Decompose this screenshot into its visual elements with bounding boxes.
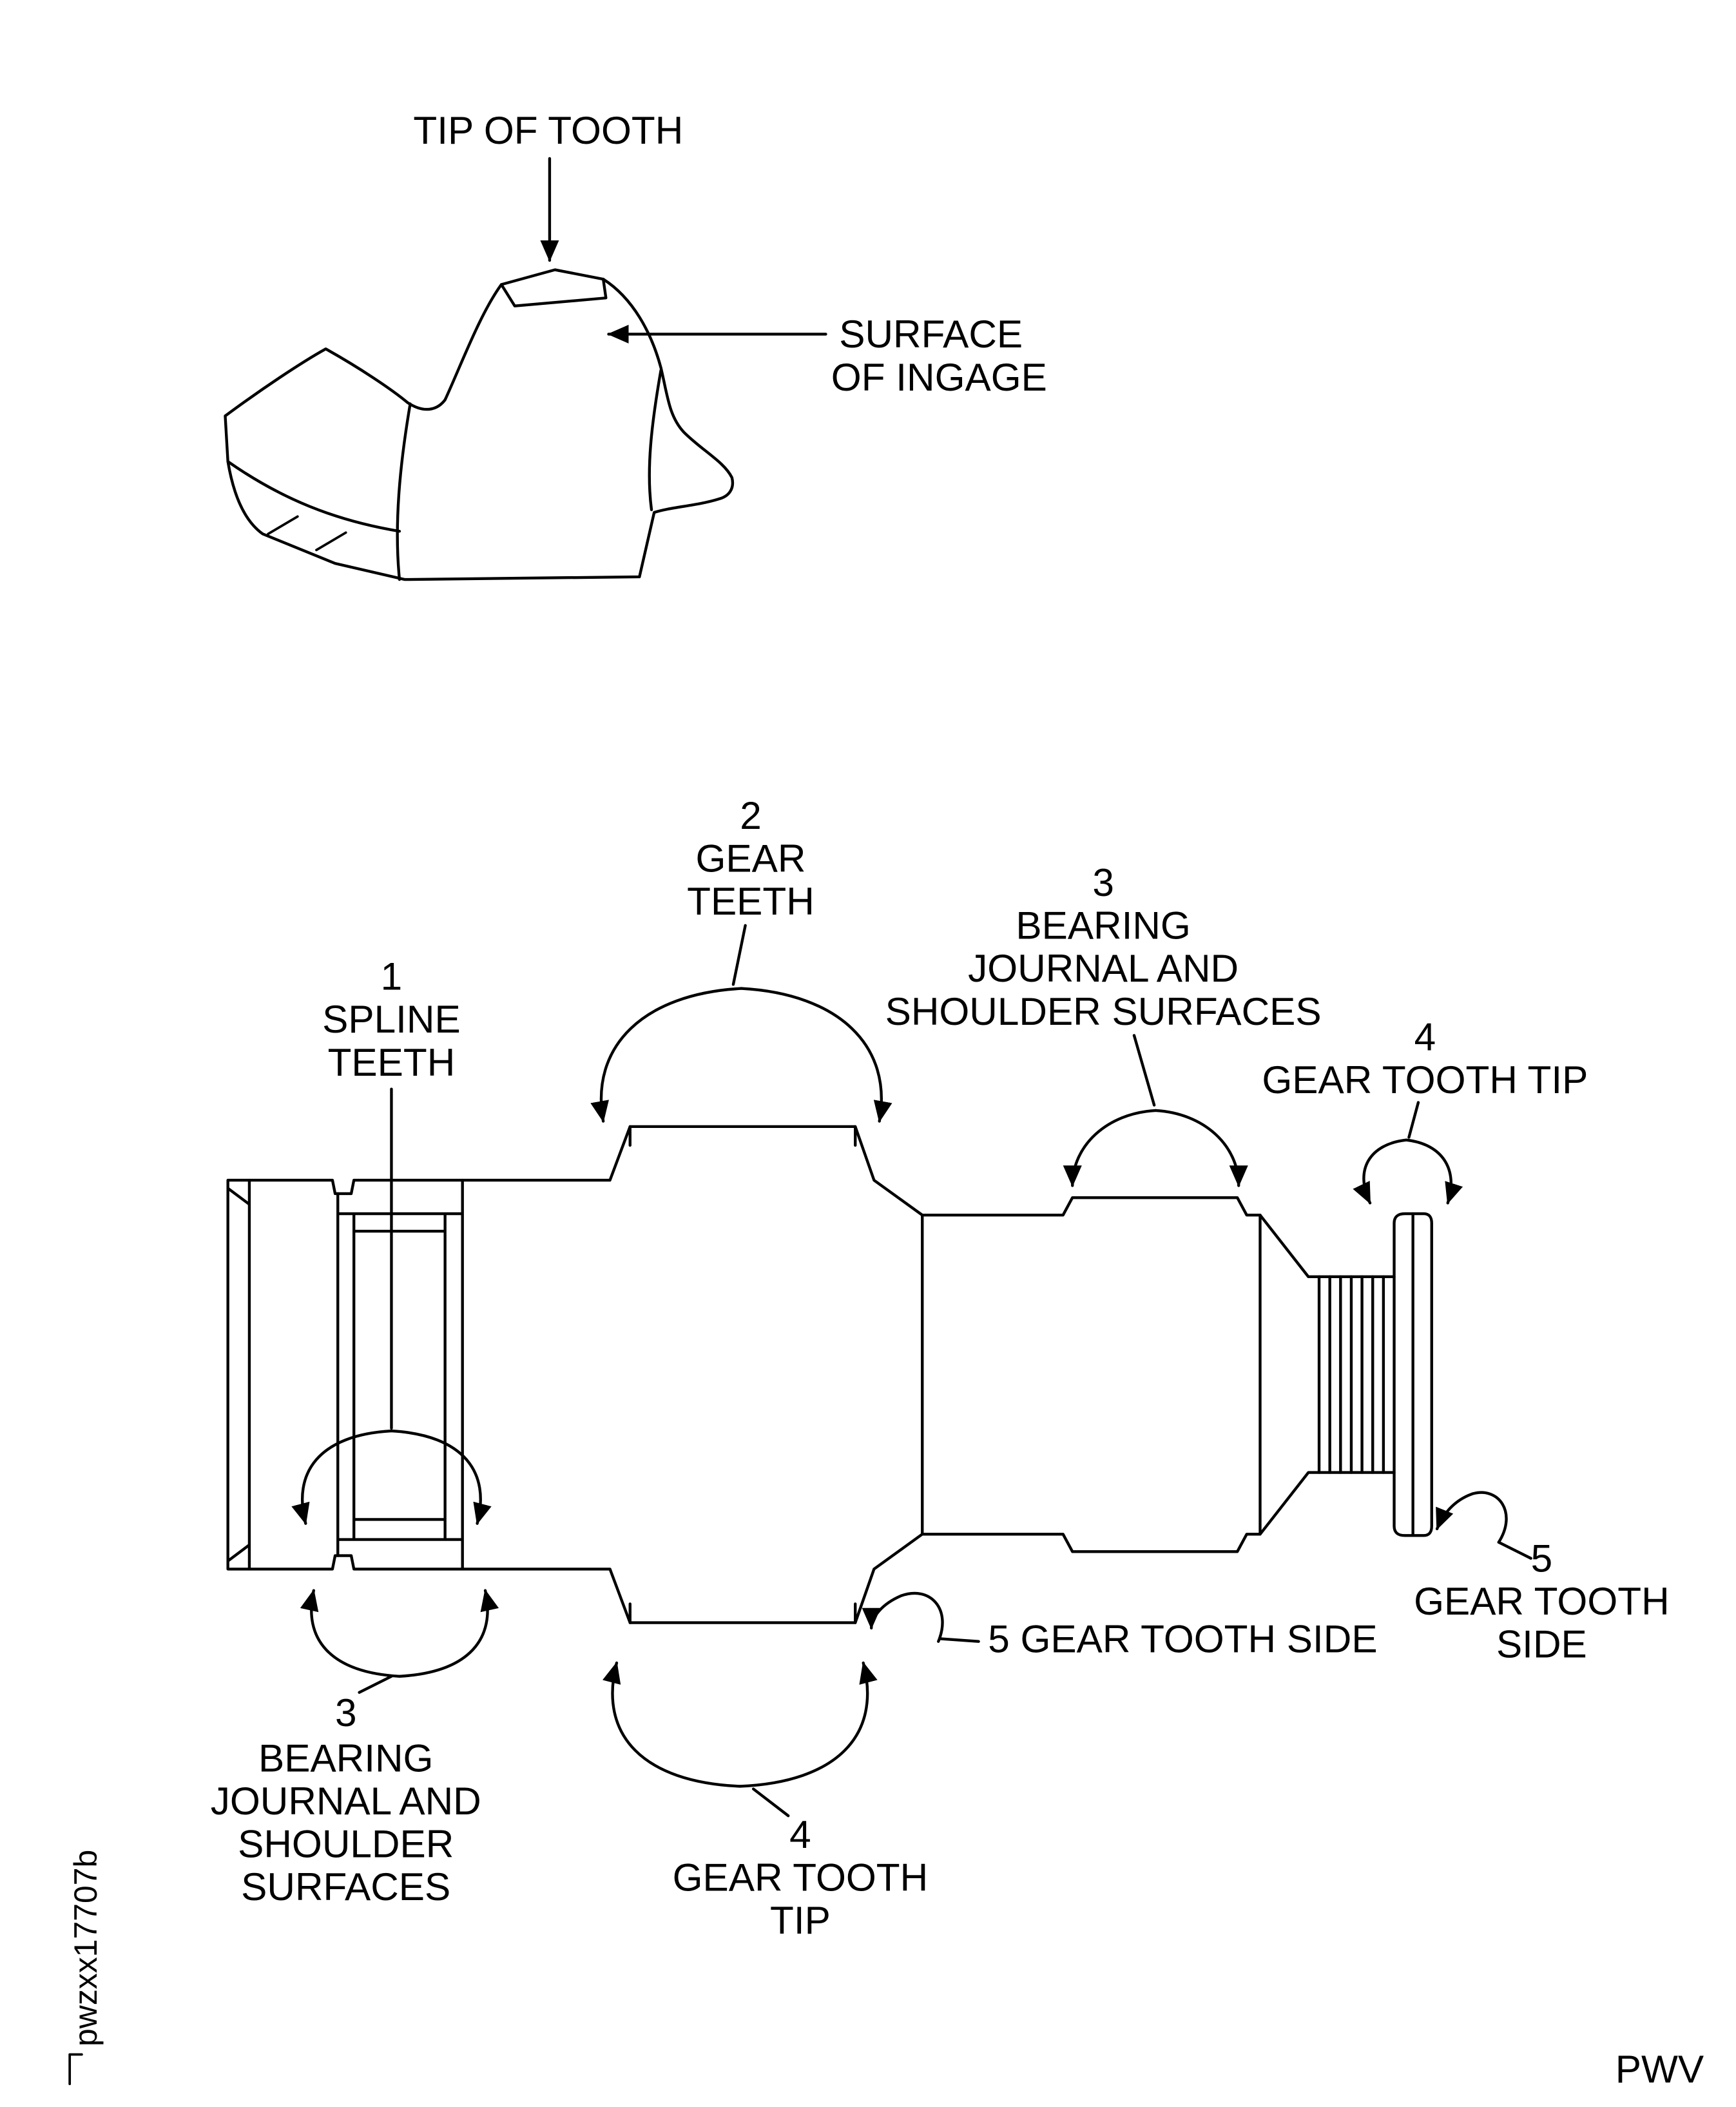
callout2-loop-left [590,987,743,1123]
callout4-bottom-leader [751,1787,790,1818]
callout3-bottom-loop-left [300,1589,401,1678]
callout5-right-label-line1: GEAR TOOTH [1414,1579,1670,1623]
surface-of-ingage-label-line1: SURFACE [839,312,1023,356]
callout4-bottom-loop-left [603,1661,742,1788]
callout3-top-number: 3 [1092,860,1114,904]
callout2-leader [731,924,747,986]
shaft-outline [226,1125,1433,1624]
callout4-bottom-label-line2: TIP [770,1898,831,1942]
callout3-top-loop-right [1154,1109,1248,1187]
callout3-bottom-label-line4: SURFACES [241,1865,450,1908]
callout4-top-loop-right [1405,1138,1463,1205]
spline-teeth-lines [336,1178,464,1571]
shaft-group [226,1125,1433,1624]
callout2-number: 2 [740,793,762,837]
callout3-bottom-loop-right [398,1589,499,1678]
callout4-bottom-loop-right [738,1661,878,1788]
callout2-loop-right [740,987,892,1123]
page-code-label: PWV [1615,2047,1704,2091]
callout5-right-number: 5 [1531,1537,1553,1580]
callout3-top-label-line1: BEARING [1016,904,1190,947]
callout5-right-label-line2: SIDE [1496,1622,1587,1666]
callout5-right-loop [1435,1491,1508,1544]
callout4-bottom-label-line1: GEAR TOOTH [673,1856,929,1899]
callout3-top-label-line2: JOURNAL AND [968,946,1239,990]
tooth-outline [224,268,735,581]
figure-id-vertical-label: pwzxx17707b [68,1850,104,2046]
callout1-number: 1 [381,955,403,998]
callout4-top-leader [1407,1101,1420,1139]
tooth-detail-group: TIP OF TOOTH SURFACE OF INGAGE [224,108,1047,581]
callout5-mid-leader [940,1637,980,1643]
callout3-bottom-label-line1: BEARING [258,1736,433,1780]
ring-section-lines [1317,1275,1396,1474]
shaft-end-face-lines [226,1178,251,1571]
callout4-top-label-line1: GEAR TOOTH TIP [1262,1058,1588,1102]
callout4-bottom-number: 4 [789,1812,811,1856]
tooth-chamfer-marks [267,515,347,552]
callout1-label-line2: TEETH [328,1040,456,1084]
callout3-bottom-label-line3: SHOULDER [238,1822,454,1866]
callout2-label-line1: GEAR [696,837,806,880]
tooth-tip-face-line [499,277,608,307]
callout3-top-leader [1132,1034,1156,1107]
callout5-right-leader [1497,1540,1532,1560]
footer-group: pwzxx17707b PWV [68,1850,1704,2091]
tooth-face-edge-right [648,369,662,512]
callout3-bottom-label-line2: JOURNAL AND [211,1779,481,1823]
callout3-bottom-leader [358,1675,393,1694]
tooth-base-edge [226,460,401,533]
figure-id-bracket [68,2053,83,2086]
callout5-mid-loop [862,1591,944,1643]
callout4-top-loop-left [1353,1138,1408,1205]
gear-land-corner-lines [628,1125,857,1624]
callout5-mid-label: 5 GEAR TOOTH SIDE [988,1617,1377,1660]
tooth-face-edge-left [396,402,412,581]
surface-of-ingage-label-line2: OF INGAGE [831,355,1047,399]
callout1-label-line1: SPLINE [322,997,461,1041]
callout2-label-line2: TEETH [687,879,815,923]
callout1-loop-left [291,1429,393,1525]
callout4-top-number: 4 [1414,1015,1436,1058]
tip-of-tooth-label: TIP OF TOOTH [413,108,683,152]
callout3-top-loop-left [1063,1109,1157,1187]
callouts-group: 1 SPLINE TEETH 2 GEAR TEETH 3 BEARING JO… [211,793,1670,1942]
callout3-top-label-line3: SHOULDER SURFACES [885,989,1322,1033]
callout1-loop-right [390,1429,492,1525]
callout3-bottom-number: 3 [335,1691,357,1734]
